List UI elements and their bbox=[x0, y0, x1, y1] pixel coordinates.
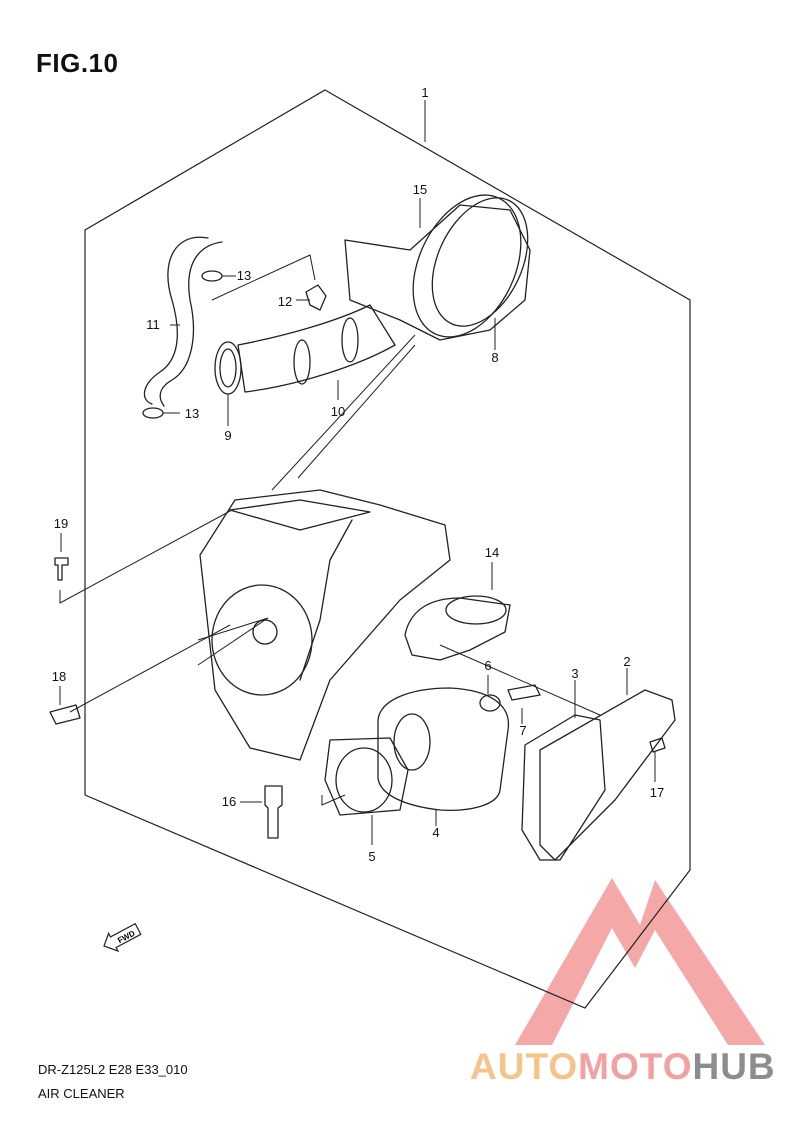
fitting-part bbox=[305, 284, 327, 311]
callout-10: 10 bbox=[331, 404, 345, 419]
assembly-outline bbox=[84, 89, 691, 1009]
filter-cage-part bbox=[324, 737, 409, 816]
intake-duct-part bbox=[237, 304, 396, 393]
callout-18: 18 bbox=[52, 669, 66, 684]
callout-8: 8 bbox=[491, 350, 498, 365]
fwd-arrow-icon: FWD bbox=[103, 922, 142, 953]
callout-13-upper: 13 bbox=[237, 268, 251, 283]
callout-3: 3 bbox=[571, 666, 578, 681]
wing-bolt-part bbox=[507, 684, 541, 701]
callout-11: 11 bbox=[146, 317, 160, 332]
screw-part bbox=[54, 557, 69, 581]
brand-part-auto: AUTO bbox=[470, 1046, 579, 1087]
callout-1: 1 bbox=[421, 85, 428, 100]
seal-part bbox=[521, 714, 606, 861]
air-box-part bbox=[199, 489, 451, 761]
inlet-duct-part bbox=[404, 597, 511, 661]
diagram-caption: AIR CLEANER bbox=[38, 1086, 125, 1101]
callout-12: 12 bbox=[278, 294, 292, 309]
callout-15: 15 bbox=[413, 182, 427, 197]
callout-19: 19 bbox=[54, 516, 68, 531]
clamp-part bbox=[201, 270, 223, 282]
upper-housing-part bbox=[344, 204, 531, 341]
brand-part-moto: MOTO bbox=[578, 1046, 693, 1087]
filter-element-part bbox=[377, 687, 510, 811]
watermark-logo-icon bbox=[515, 878, 765, 1045]
callout-6: 6 bbox=[484, 658, 491, 673]
diagram-code: DR-Z125L2 E28 E33_010 bbox=[38, 1062, 188, 1077]
callout-14: 14 bbox=[485, 545, 499, 560]
callout-4: 4 bbox=[432, 825, 439, 840]
callout-9: 9 bbox=[224, 428, 231, 443]
breather-hose-part bbox=[143, 236, 223, 407]
cover-part bbox=[539, 689, 676, 861]
callout-16: 16 bbox=[222, 794, 236, 809]
figure-title: FIG.10 bbox=[36, 48, 119, 78]
brand-part-hub: HUB bbox=[692, 1046, 776, 1087]
callout-17: 17 bbox=[650, 785, 664, 800]
callout-2: 2 bbox=[623, 654, 630, 669]
callout-7: 7 bbox=[519, 723, 526, 738]
collar-part bbox=[479, 694, 501, 712]
bolt-part bbox=[649, 737, 666, 753]
watermark-brand: AUTOMOTOHUB bbox=[470, 1046, 776, 1088]
drain-plug-part bbox=[264, 785, 283, 839]
intake-clamp-part bbox=[214, 341, 242, 395]
clip-part bbox=[49, 704, 81, 725]
clamp-part bbox=[142, 407, 164, 419]
callout-5: 5 bbox=[368, 849, 375, 864]
callout-13-lower: 13 bbox=[185, 406, 199, 421]
